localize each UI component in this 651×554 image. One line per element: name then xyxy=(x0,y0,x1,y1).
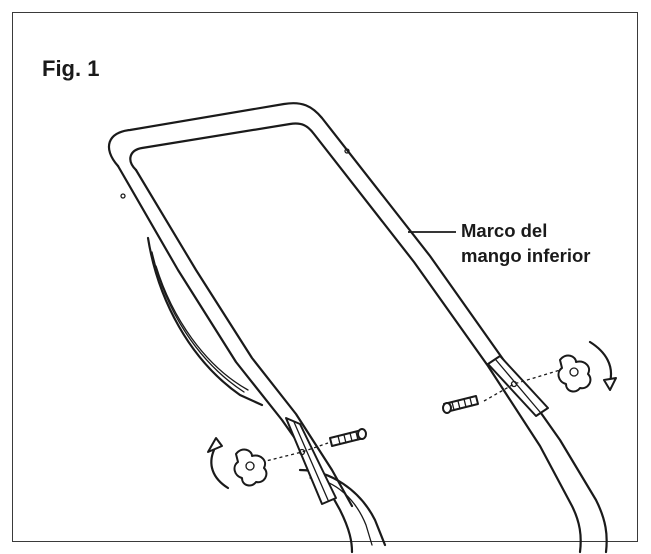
left-rotation-arrow xyxy=(207,437,230,490)
figure-frame xyxy=(12,12,638,542)
left-knob xyxy=(233,448,268,487)
right-bolt xyxy=(442,369,561,414)
right-handle-bracket xyxy=(487,355,549,417)
part-callout: Marco del mango inferior xyxy=(461,218,591,268)
callout-line-1: Marco del xyxy=(461,220,548,241)
callout-line-2: mango inferior xyxy=(461,245,591,266)
right-knob xyxy=(557,354,592,393)
figure-label: Fig. 1 xyxy=(42,56,100,81)
upper-handle-frame xyxy=(107,102,608,554)
grass-bag xyxy=(146,236,387,547)
left-bolt xyxy=(261,428,367,463)
left-handle-bracket xyxy=(285,417,337,505)
right-rotation-arrow xyxy=(588,340,617,391)
